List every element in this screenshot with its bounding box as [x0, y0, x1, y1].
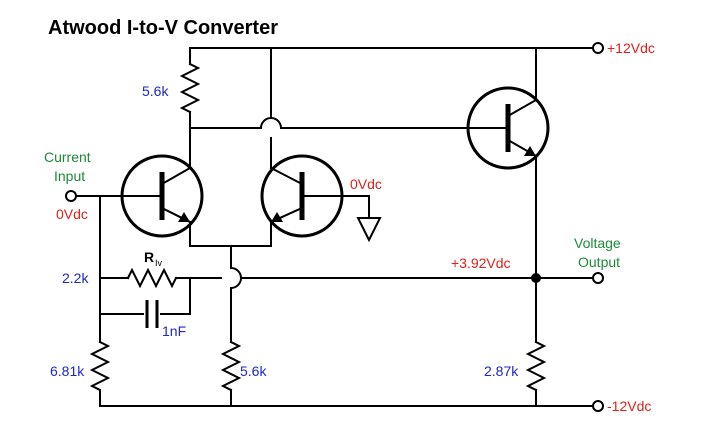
current-input-terminal — [65, 190, 77, 202]
q2-base-voltage-label: 0Vdc — [350, 176, 382, 192]
transistor-q3 — [466, 47, 550, 170]
output-wire — [525, 155, 604, 407]
feedback-resistor-name: R — [144, 249, 154, 265]
output-node-voltage-label: +3.92Vdc — [451, 255, 511, 271]
feedback-resistor — [99, 267, 537, 289]
current-input-label-line1: Current — [44, 149, 91, 165]
resistor-tail-value: 5.6k — [240, 363, 267, 379]
feedback-capacitor — [99, 277, 191, 328]
negative-supply-rail — [99, 400, 604, 412]
negative-supply-terminal — [592, 400, 604, 412]
input-voltage-label: 0Vdc — [56, 206, 88, 222]
positive-supply-rail — [189, 42, 604, 54]
voltage-output-label-line2: Output — [578, 254, 620, 270]
q2-base-ground-wire — [301, 195, 382, 243]
feedback-resistor-subscript: Iv — [155, 258, 163, 268]
ground-symbol — [356, 217, 382, 243]
voltage-output-terminal — [592, 272, 604, 284]
feedback-capacitor-value: 1nF — [162, 323, 186, 339]
positive-supply-terminal — [592, 42, 604, 54]
resistor-top-value: 5.6k — [142, 83, 169, 99]
positive-supply-label: +12Vdc — [607, 40, 655, 56]
resistor-input-ground-value: 6.81k — [50, 363, 85, 379]
feedback-resistor-value: 2.2k — [62, 270, 89, 286]
q3-base-wire — [189, 117, 475, 130]
resistor-top — [179, 47, 201, 169]
negative-supply-label: -12Vdc — [607, 398, 651, 414]
voltage-output-label-line1: Voltage — [574, 235, 621, 251]
diagram-title: Atwood I-to-V Converter — [48, 17, 278, 39]
current-input-label-line2: Input — [54, 168, 85, 184]
resistor-output-value: 2.87k — [484, 363, 519, 379]
input-wire — [65, 190, 163, 407]
